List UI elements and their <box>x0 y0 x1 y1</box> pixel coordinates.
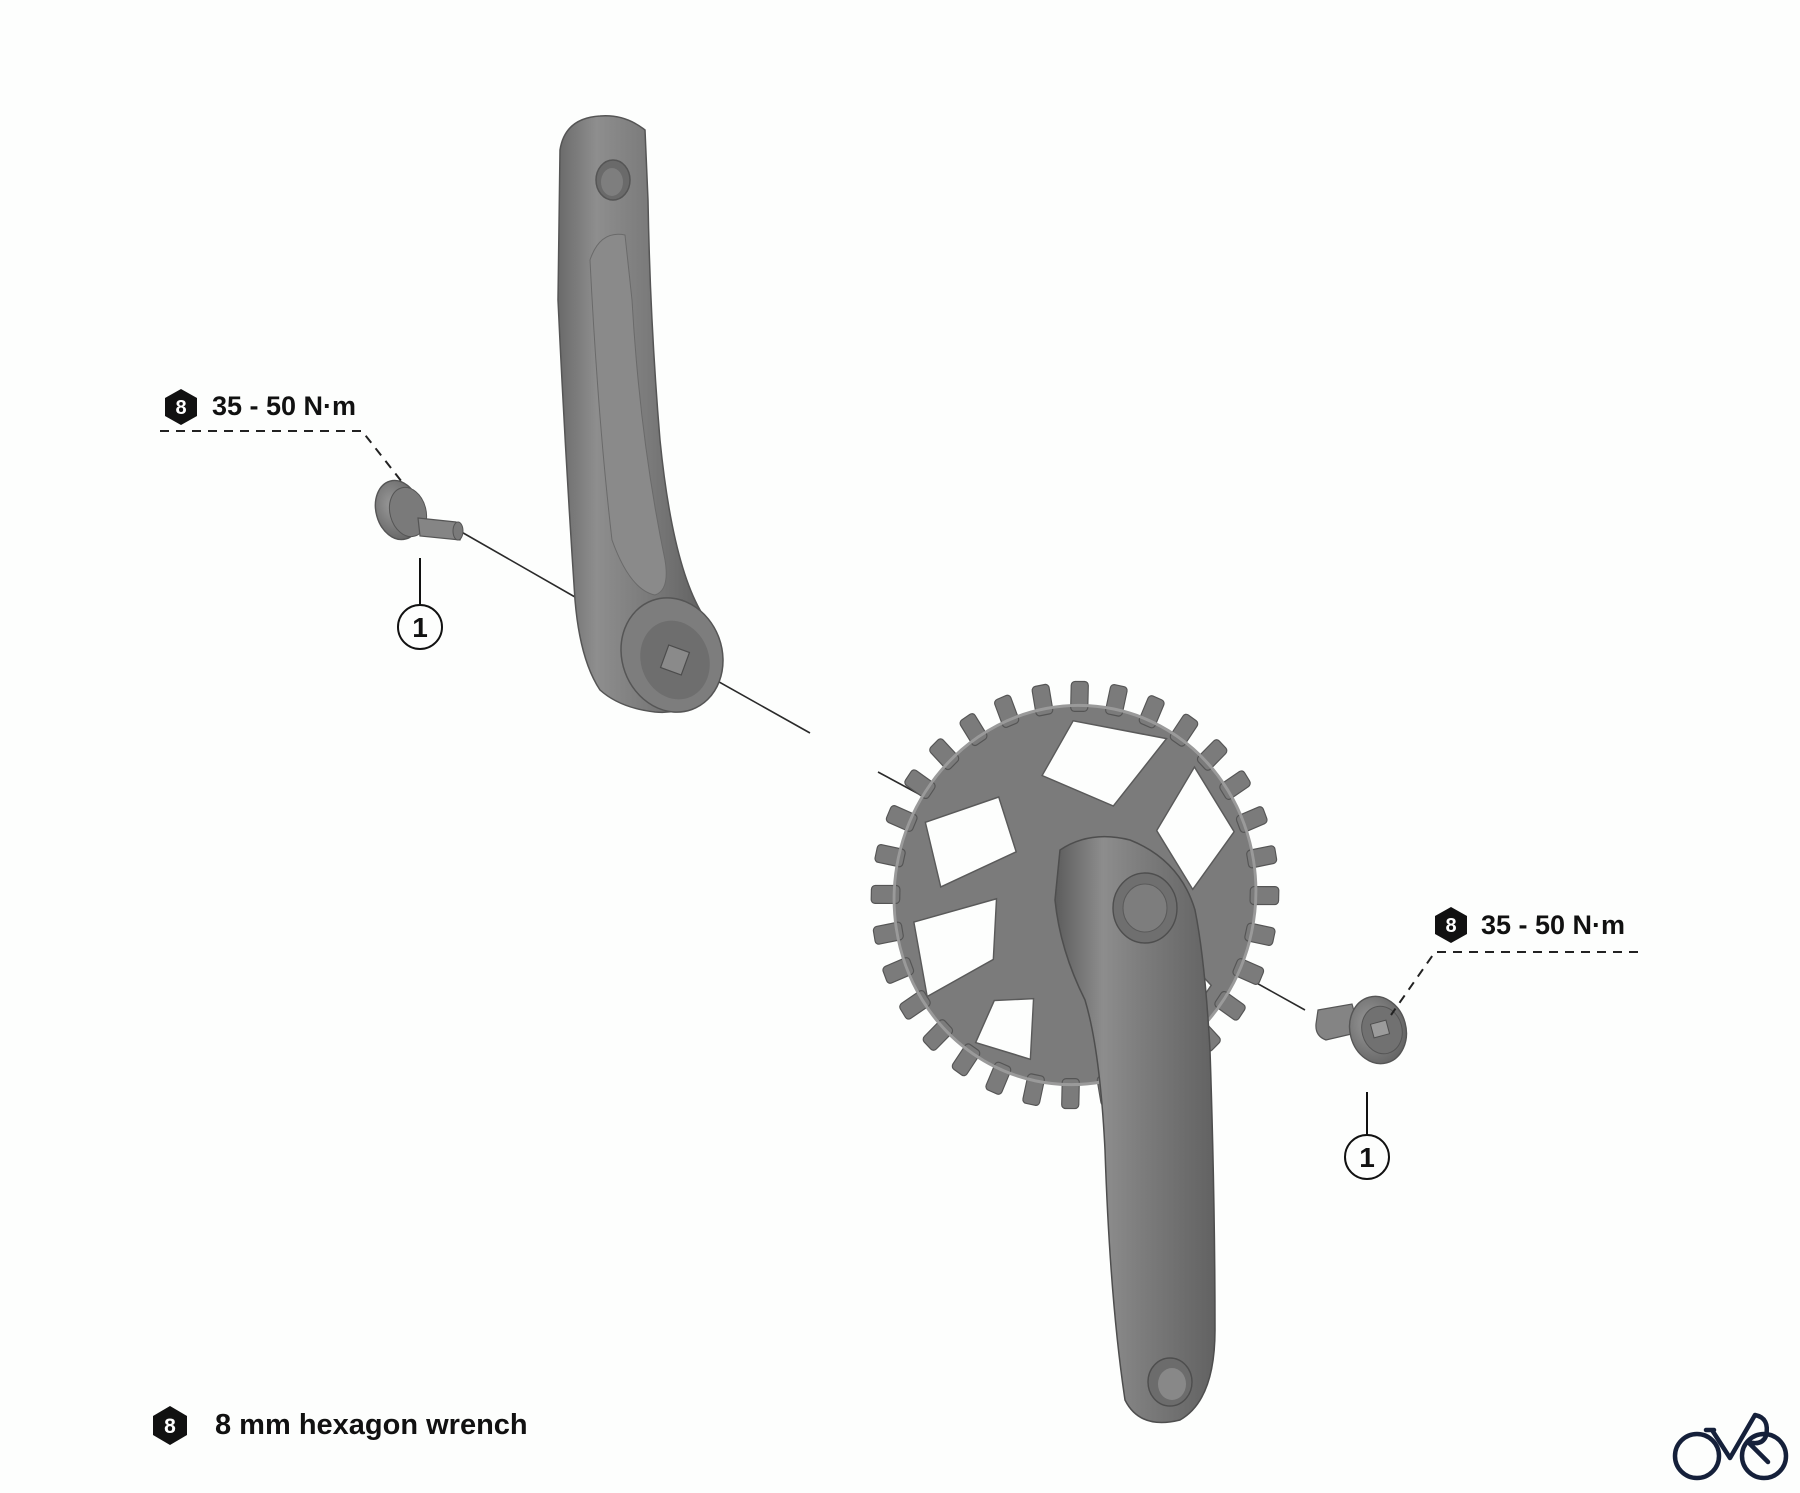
leader-line <box>160 430 403 483</box>
hex-wrench-icon <box>153 1406 187 1445</box>
legend-label: 8 mm hexagon wrench <box>215 1409 528 1441</box>
torque-label-left: 8 35 - 50 N·m <box>160 389 403 483</box>
spline-socket <box>659 644 691 676</box>
callout-number: 1 <box>412 612 428 643</box>
tool-number: 8 <box>175 397 186 419</box>
left-crank-arm <box>557 115 724 714</box>
leader-line <box>1390 951 1638 1016</box>
torque-label-right: 8 35 - 50 N·m <box>1390 907 1638 1016</box>
part-callout-left: 1 <box>397 558 443 650</box>
hex-wrench-icon <box>1435 907 1467 943</box>
torque-value: 35 - 50 N·m <box>1481 910 1625 940</box>
torque-value: 35 - 50 N·m <box>212 391 356 421</box>
hex-wrench-icon <box>165 389 197 425</box>
left-fixing-bolt <box>374 479 464 541</box>
part-callout-right: 1 <box>1344 1092 1390 1180</box>
bicycle-logo-icon <box>1672 1412 1789 1481</box>
tool-legend: 8 8 mm hexagon wrench <box>153 1406 528 1445</box>
callout-number: 1 <box>1359 1142 1375 1173</box>
tool-number: 8 <box>1445 915 1456 937</box>
legend-tool-number: 8 <box>164 1415 176 1438</box>
right-crank-arm <box>1054 835 1216 1424</box>
